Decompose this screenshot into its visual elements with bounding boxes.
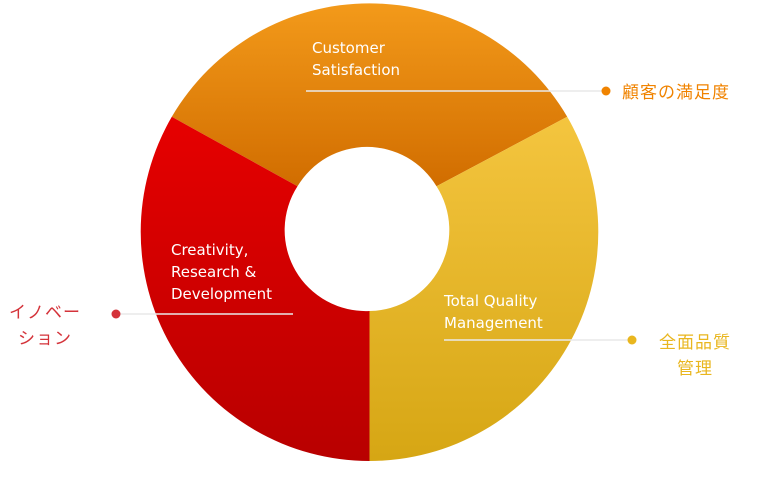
segment-label-total-quality: Total Quality Management (444, 292, 543, 332)
segment-customer-satisfaction (171, 3, 568, 187)
leader-dot-tqm (627, 335, 637, 345)
donut-center (289, 152, 445, 308)
segment-label-creativity: Creativity, Research & Development (171, 241, 272, 303)
leader-dot-customer (601, 86, 611, 96)
leader-dot-innovation (111, 309, 121, 319)
jp-label-total-quality: 全面品質 管理 (659, 333, 731, 379)
jp-label-customer-satisfaction: 顧客の満足度 (622, 83, 730, 103)
segment-total-quality (369, 116, 599, 462)
segment-label-customer-satisfaction: Customer Satisfaction (312, 39, 401, 79)
jp-label-innovation: イノベー ション (9, 303, 81, 349)
segment-creativity (140, 116, 370, 462)
